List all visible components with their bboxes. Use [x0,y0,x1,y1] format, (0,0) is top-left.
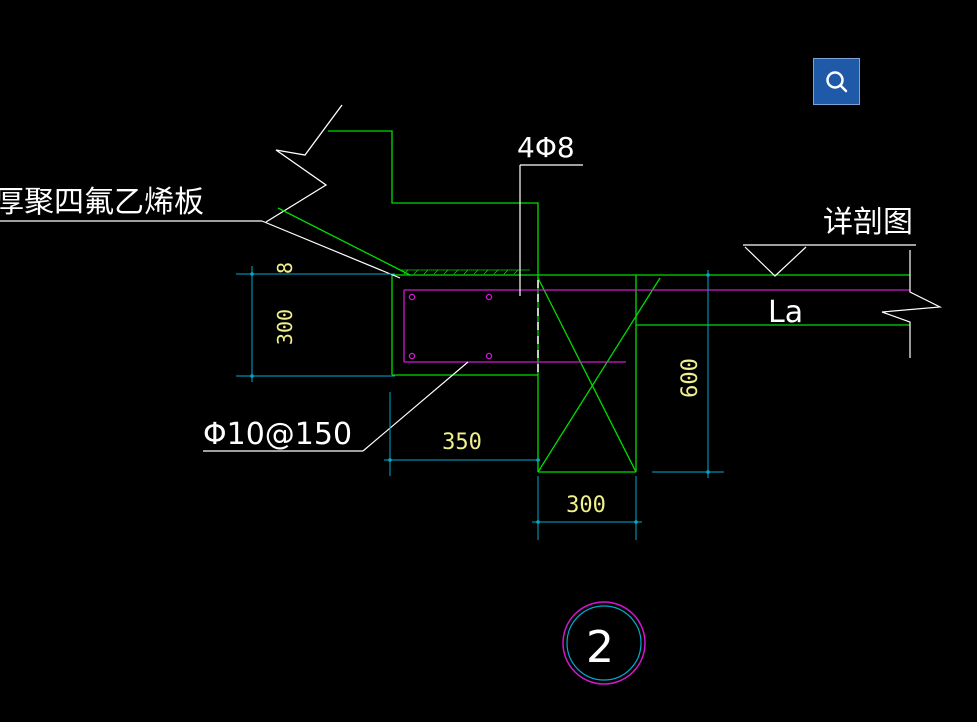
search-button[interactable] [813,58,860,105]
anchorage-label: La [768,295,803,330]
material-leader [0,220,401,279]
stirrup-label: Φ10@150 [203,417,352,452]
break-line-right [881,250,943,358]
dim-column-width: 300 [566,493,606,518]
material-note: 厚聚四氟乙烯板 [0,185,204,220]
detail-title: 详剖图 [823,205,913,240]
break-line-upper [265,104,343,223]
search-icon [825,70,847,92]
dim-beam-width: 350 [442,430,482,455]
rebar-cage [403,289,910,363]
dim-wall-height: 600 [678,358,703,398]
dimension-lines [236,266,724,540]
dim-beam-height: 300 [273,309,297,345]
dim-slab-thickness: 8 [273,262,297,274]
slab-hatch [400,269,530,275]
dimension-ticks [250,272,710,524]
elevation-symbol [743,244,916,277]
section-marker [562,601,646,685]
section-number: 2 [586,622,614,673]
top-rebar-label: 4Φ8 [517,131,575,164]
top-rebar-leader [519,164,583,296]
concrete-outline [277,130,910,473]
stirrup-leader [203,361,469,452]
